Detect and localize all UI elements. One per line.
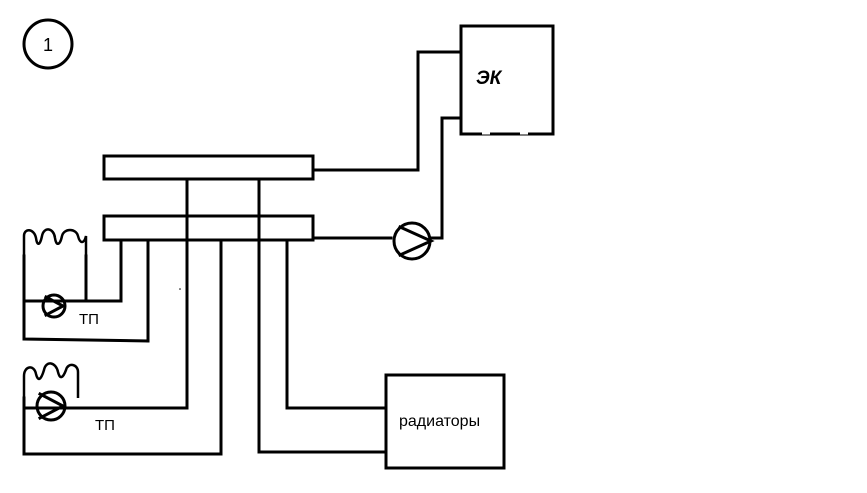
boiler-supply-pipe (311, 50, 463, 172)
radiators-block: радиаторы (257, 373, 506, 470)
floor-loop-2-label: ТП (95, 417, 115, 434)
floor-heating-coil-icon (22, 362, 80, 398)
pump-icon (35, 390, 67, 422)
diagram-number: 1 (43, 35, 53, 55)
floor-loop-1-label: ТП (79, 311, 99, 328)
floor-heating-coil-icon (22, 228, 88, 256)
radiators-label: радиаторы (399, 413, 480, 430)
floor-heating-loop-1: ТП (22, 228, 150, 343)
stray-dot (179, 288, 181, 290)
boiler-label: ЭК (476, 68, 503, 89)
pump-icon (392, 221, 435, 261)
diagram-number-badge: 1 (22, 18, 74, 70)
supply-manifold (102, 154, 315, 181)
boiler-return-pipe-2 (430, 116, 463, 240)
return-manifold (102, 214, 315, 242)
pump-icon (41, 293, 67, 319)
electric-boiler: ЭК (459, 24, 555, 136)
floor-heating-loop-2: ТП (22, 362, 223, 456)
